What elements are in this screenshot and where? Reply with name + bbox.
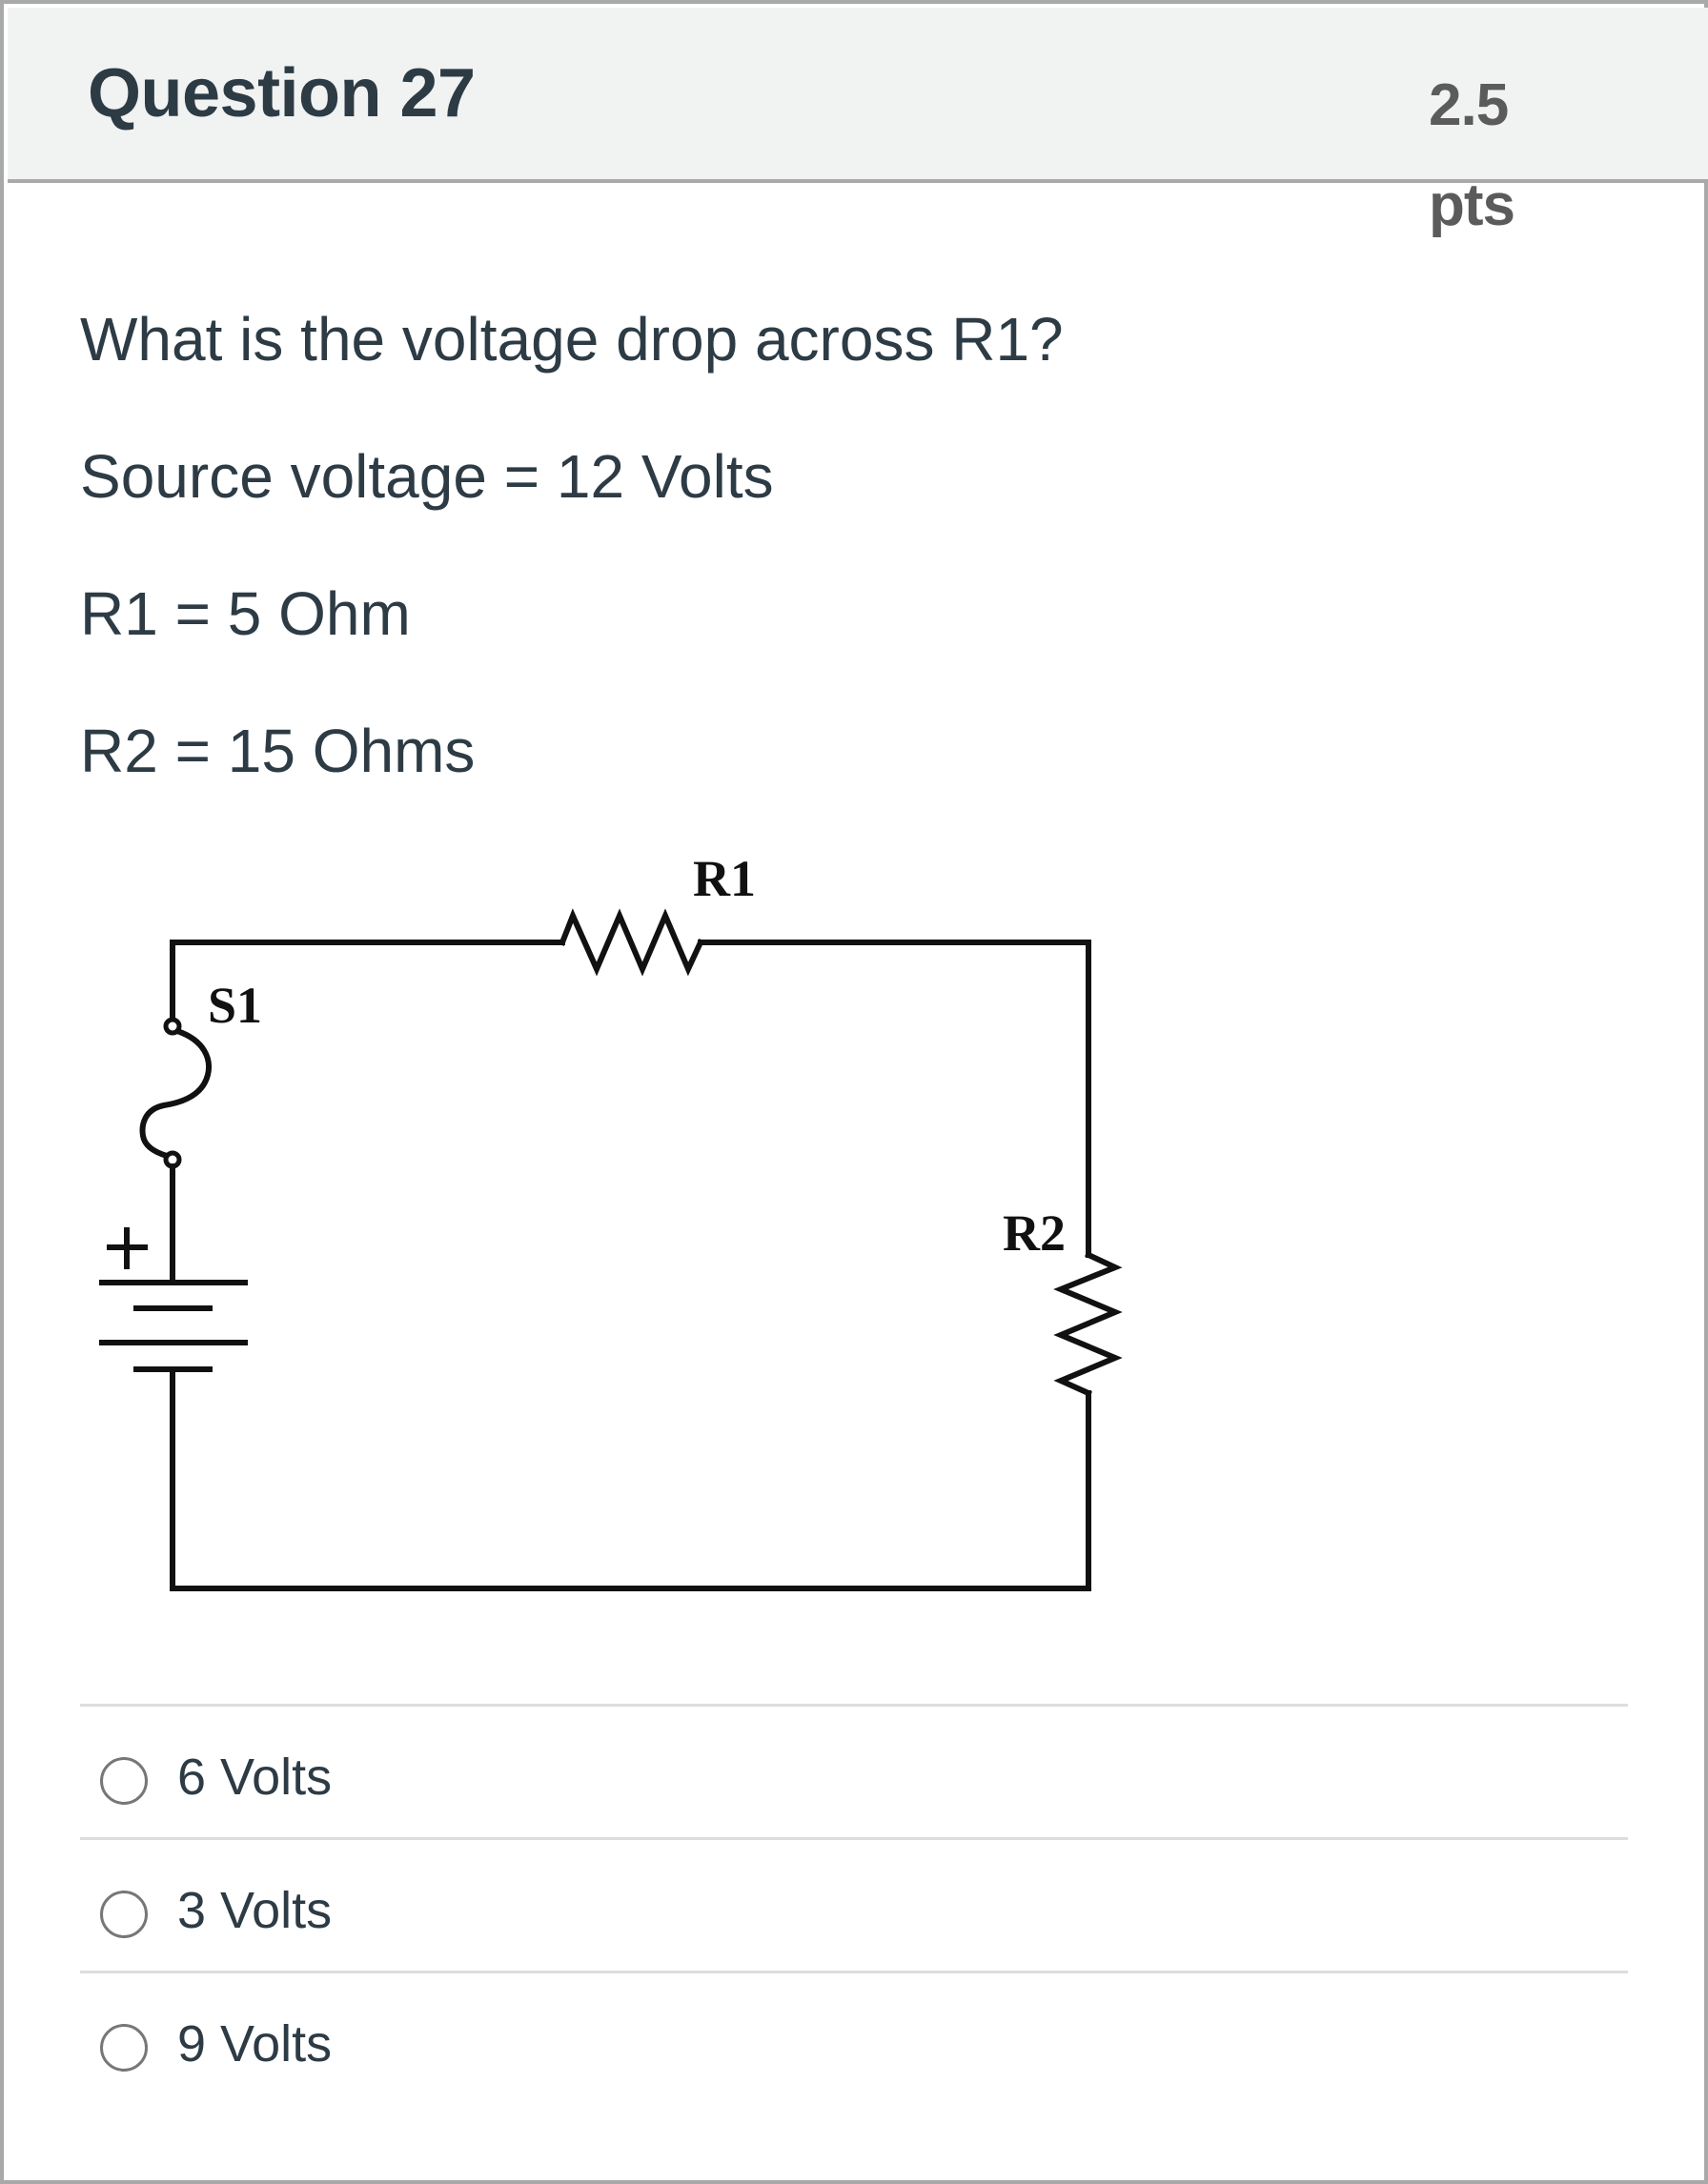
points-value: 2.5 <box>1429 72 1509 138</box>
question-r2-value: R2 = 15 Ohms <box>80 717 476 785</box>
radio-button[interactable] <box>100 2024 148 2072</box>
question-prompt: What is the voltage drop across R1? <box>80 305 1064 374</box>
points-unit: pts <box>1429 172 1515 238</box>
answer-option[interactable]: 3 Volts <box>80 1837 1628 1971</box>
question-header: Question 27 <box>8 8 1708 183</box>
answer-label[interactable]: 9 Volts <box>177 2015 333 2073</box>
answer-label[interactable]: 3 Volts <box>177 1882 333 1939</box>
question-points: 2.5 pts <box>1429 55 1572 255</box>
question-source-voltage: Source voltage = 12 Volts <box>80 442 774 511</box>
radio-button[interactable] <box>100 1891 148 1938</box>
answer-option[interactable]: 6 Volts <box>80 1704 1628 1837</box>
answer-list: 6 Volts 3 Volts 9 Volts <box>80 1704 1628 2104</box>
radio-button[interactable] <box>100 1757 148 1805</box>
answer-option[interactable]: 9 Volts <box>80 1971 1628 2104</box>
question-r1-value: R1 = 5 Ohm <box>80 579 411 648</box>
answer-label[interactable]: 6 Volts <box>177 1749 333 1806</box>
question-title: Question 27 <box>88 55 476 131</box>
